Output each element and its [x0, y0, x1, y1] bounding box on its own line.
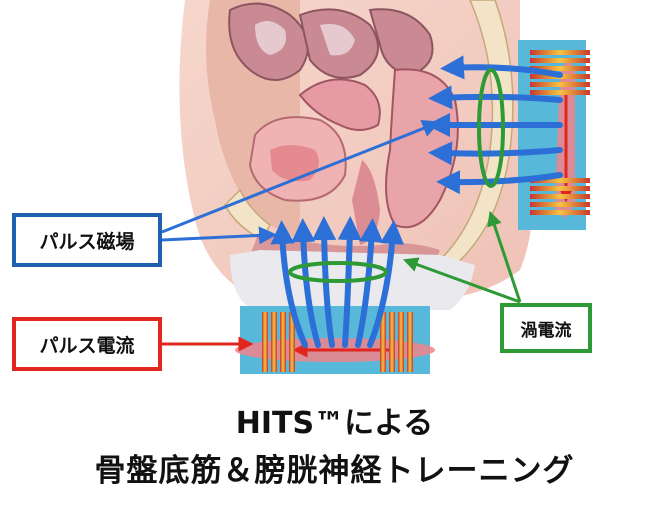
title-line-2: 骨盤底筋＆膀胱神経トレーニング: [94, 453, 575, 489]
pulse-magnetic-field-label: パルス磁場: [12, 213, 162, 267]
magnetic-pointer-arrow-lower: [161, 226, 277, 245]
eddy-pointer-arrow-upper: [487, 210, 522, 303]
right-lower-winding: [530, 178, 590, 215]
bottom-right-winding: [380, 312, 413, 372]
bottom-coil-panel: [235, 306, 435, 374]
eddy-current-loop-bottom: [288, 261, 388, 283]
eddy-current-label: 渦電流: [500, 303, 592, 353]
pulse-current-label: パルス電流: [12, 317, 162, 371]
eddy-current-loop-right: [477, 68, 505, 188]
bottom-left-winding: [262, 312, 295, 372]
eddy-pointer-arrow-lower: [402, 257, 521, 304]
magnetic-field-arrows-bottom: [270, 216, 405, 348]
magnetic-pointer-arrow-upper: [161, 119, 441, 234]
title-line-1: HITS™による: [235, 406, 434, 441]
